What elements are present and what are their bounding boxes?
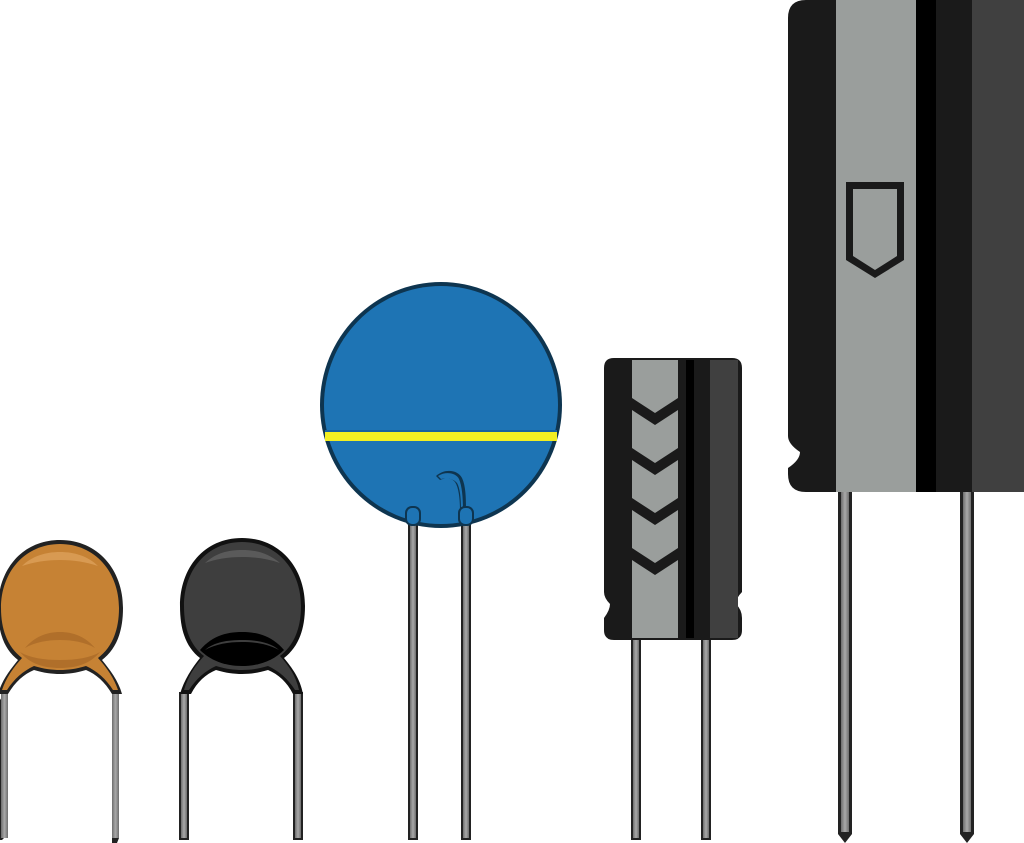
small-electrolytic-leads: [631, 636, 711, 840]
blue-capacitor-stripe: [325, 432, 557, 441]
orange-ceramic-capacitor: [0, 540, 123, 843]
black-capacitor-leads: [179, 692, 303, 840]
blue-capacitor-leads: [408, 520, 471, 840]
small-electrolytic-band: [710, 360, 738, 638]
large-electrolytic-leads: [838, 488, 974, 843]
large-electrolytic-capacitor: [788, 0, 1024, 843]
chevron-arrows-icon: [632, 398, 678, 575]
large-electrolytic-band: [972, 0, 1024, 492]
small-electrolytic-sleeve: [632, 360, 678, 638]
blue-capacitor-lead-bumps: [405, 506, 474, 526]
orange-capacitor-leads: [0, 688, 119, 843]
black-ceramic-capacitor: [179, 538, 305, 840]
polarity-shield-icon: [846, 182, 904, 278]
blue-disc-capacitor: [320, 282, 562, 840]
small-electrolytic-capacitor: [604, 358, 742, 840]
